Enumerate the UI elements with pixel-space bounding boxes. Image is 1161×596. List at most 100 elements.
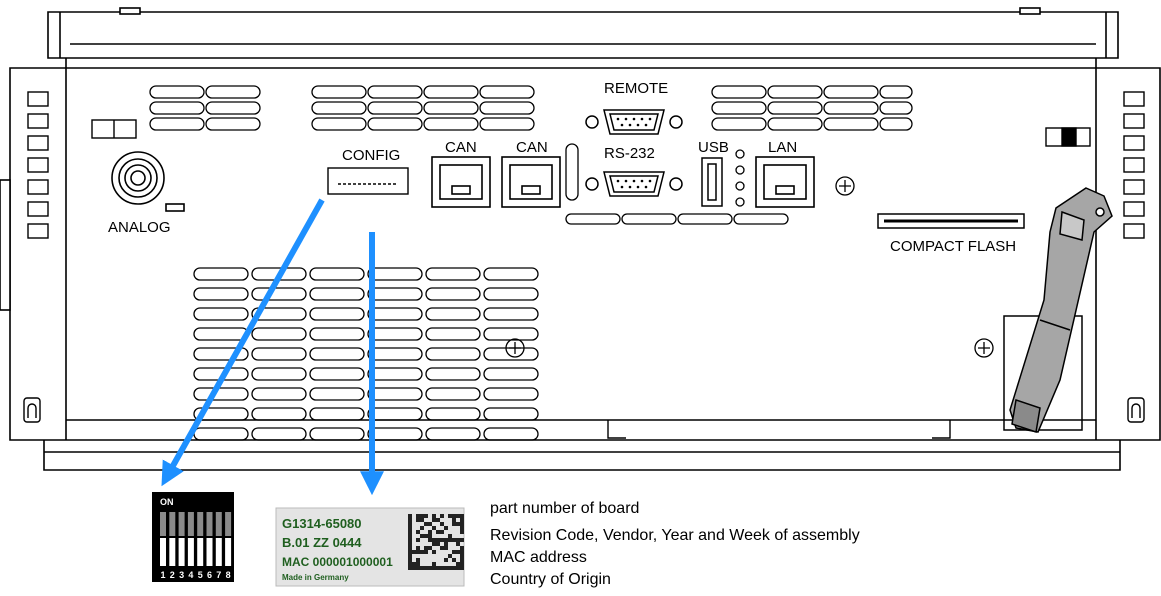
matrix-cell — [436, 538, 440, 542]
matrix-cell — [420, 550, 424, 554]
corner-marks — [607, 420, 951, 439]
matrix-cell — [408, 562, 412, 566]
matrix-cell — [416, 514, 420, 518]
matrix-cell — [452, 566, 456, 570]
matrix-cell — [456, 566, 460, 570]
matrix-cell — [416, 566, 420, 570]
matrix-cell — [424, 522, 428, 526]
remote-label: REMOTE — [604, 80, 668, 97]
matrix-cell — [424, 534, 428, 538]
screw-icon — [974, 338, 994, 358]
matrix-cell — [460, 538, 464, 542]
port-base-slots — [565, 213, 789, 225]
matrix-cell — [408, 554, 412, 558]
screw-icon — [835, 176, 855, 196]
matrix-cell — [456, 538, 460, 542]
matrix-cell — [460, 522, 464, 526]
matrix-cell — [440, 538, 444, 542]
config-to-dip-arrow — [161, 198, 325, 487]
matrix-cell — [420, 518, 424, 522]
matrix-cell — [408, 522, 412, 526]
dip-lever-upper — [215, 512, 222, 536]
matrix-cell — [456, 514, 460, 518]
origin-text: Made in Germany — [282, 573, 349, 582]
matrix-cell — [456, 522, 460, 526]
vents-main-grid — [193, 267, 539, 441]
matrix-cell — [460, 562, 464, 566]
dip-number: 2 — [170, 570, 175, 580]
matrix-cell — [408, 514, 412, 518]
left-side-slots — [27, 91, 49, 239]
matrix-cell — [444, 566, 448, 570]
matrix-cell — [408, 538, 412, 542]
dip-lever-lower — [160, 538, 166, 566]
matrix-cell — [460, 530, 464, 534]
config-port — [327, 167, 409, 195]
matrix-cell — [420, 534, 424, 538]
matrix-cell — [420, 526, 424, 530]
dip-on-label: ON — [160, 497, 174, 507]
matrix-cell — [460, 554, 464, 558]
dip-lever-lower — [225, 538, 232, 566]
dip-number: 4 — [188, 570, 193, 580]
legend-part-number: part number of board — [490, 500, 640, 517]
lan-label: LAN — [768, 139, 797, 156]
matrix-cell — [412, 566, 416, 570]
matrix-cell — [448, 566, 452, 570]
dip-lever-upper — [160, 512, 166, 536]
vents-upper-right — [711, 85, 913, 131]
matrix-cell — [424, 550, 428, 554]
right-lock-icon — [1127, 397, 1145, 423]
matrix-cell — [420, 514, 424, 518]
remote-port — [585, 109, 683, 135]
matrix-cell — [416, 530, 420, 534]
matrix-cell — [436, 530, 440, 534]
matrix-cell — [448, 534, 452, 538]
matrix-cell — [452, 514, 456, 518]
matrix-cell — [444, 558, 448, 562]
matrix-cell — [436, 518, 440, 522]
dip-lever-lower — [197, 538, 204, 566]
dip-number: 3 — [179, 570, 184, 580]
matrix-cell — [424, 566, 428, 570]
legend-origin: Country of Origin — [490, 571, 611, 588]
matrix-cell — [432, 562, 436, 566]
can-port-2 — [501, 156, 561, 208]
status-leds — [735, 149, 745, 207]
matrix-cell — [420, 566, 424, 570]
legend-mac: MAC address — [490, 549, 587, 566]
dip-lever-upper — [169, 512, 176, 536]
revision-text: B.01 ZZ 0444 — [282, 535, 362, 550]
rs232-port — [585, 171, 683, 197]
dip-lever-upper — [187, 512, 194, 536]
callout-arrows — [161, 198, 384, 496]
matrix-cell — [412, 550, 416, 554]
matrix-cell — [428, 566, 432, 570]
matrix-cell — [428, 534, 432, 538]
matrix-cell — [408, 530, 412, 534]
dip-lever-lower — [187, 538, 194, 566]
matrix-cell — [408, 566, 412, 570]
matrix-cell — [460, 558, 464, 562]
dip-lever-lower — [169, 538, 176, 566]
matrix-cell — [452, 538, 456, 542]
vents-upper-middle — [311, 85, 535, 131]
matrix-cell — [428, 538, 432, 542]
matrix-cell — [460, 518, 464, 522]
dip-number: 6 — [207, 570, 212, 580]
dip-number: 7 — [216, 570, 221, 580]
matrix-cell — [432, 514, 436, 518]
release-lever — [1003, 187, 1113, 433]
matrix-cell — [432, 526, 436, 530]
mac-text: MAC 000001000001 — [282, 555, 393, 569]
matrix-cell — [416, 562, 420, 566]
matrix-cell — [432, 550, 436, 554]
dip-lever-upper — [225, 512, 232, 536]
matrix-cell — [448, 554, 452, 558]
matrix-cell — [428, 530, 432, 534]
matrix-cell — [440, 522, 444, 526]
dip-number: 1 — [160, 570, 165, 580]
legend-revision: Revision Code, Vendor, Year and Week of … — [490, 527, 860, 544]
lan-port — [755, 156, 815, 208]
compact-flash-label: COMPACT FLASH — [890, 238, 1016, 255]
